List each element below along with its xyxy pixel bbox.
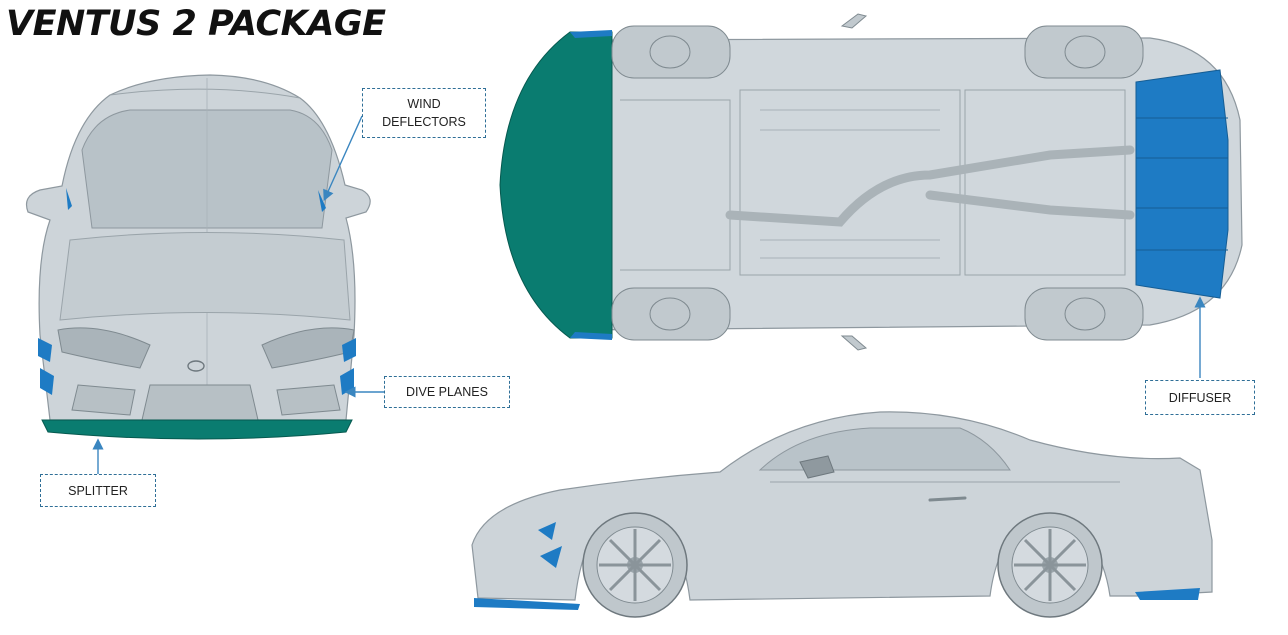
underside-body: [574, 37, 1243, 331]
side-dive-plane-1: [538, 522, 556, 540]
underside-splitter: [499, 31, 613, 339]
underside-wheel-rear-bottom: [1024, 287, 1144, 341]
underside-diffuser: [1135, 69, 1229, 299]
side-dive-plane-2: [540, 546, 562, 568]
front-headlight-right: [261, 327, 355, 369]
wind-deflector-right: [318, 190, 326, 212]
wind-deflector-left: [66, 188, 72, 210]
front-splitter: [41, 419, 353, 440]
dive-plane-left-1: [38, 338, 52, 362]
side-mirror: [799, 455, 835, 479]
diagram-title: VENTUS 2 PACKAGE: [6, 4, 386, 44]
side-view: [471, 411, 1213, 618]
underside-exhaust: [725, 145, 1135, 227]
leader-lines: [92, 115, 1206, 474]
front-headlight-left: [57, 327, 151, 369]
arrow-wind-deflectors: [323, 115, 363, 202]
callout-diffuser: DIFFUSER: [1145, 380, 1255, 415]
front-roof-line: [109, 88, 301, 99]
side-diffuser: [1135, 588, 1200, 600]
dive-plane-left-2: [40, 368, 54, 395]
underside-wheel-rear-top: [1024, 25, 1144, 79]
underside-view: [499, 13, 1243, 351]
callout-wind-deflectors: WIND DEFLECTORS: [362, 88, 486, 138]
callout-splitter: SPLITTER: [40, 474, 156, 507]
front-hood: [59, 232, 351, 321]
front-emblem: [187, 360, 205, 372]
front-view: [25, 74, 371, 440]
side-splitter: [474, 598, 580, 610]
front-grille: [141, 384, 259, 421]
underside-wheel-front-top: [611, 25, 731, 79]
dive-plane-right-1: [342, 338, 356, 362]
callout-dive-planes: DIVE PLANES: [384, 376, 510, 408]
underside-wheel-front-bottom: [611, 287, 731, 341]
